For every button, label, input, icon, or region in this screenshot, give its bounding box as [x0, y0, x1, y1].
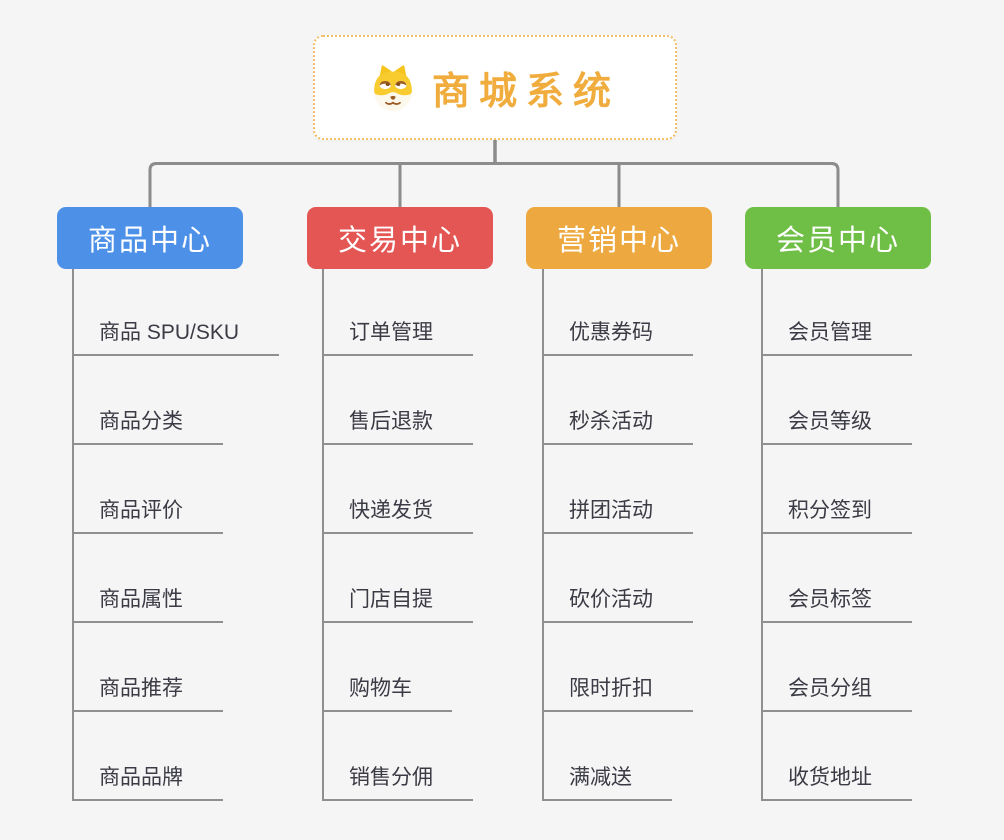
root-title: 商城系统 — [431, 71, 620, 113]
leaf-node[interactable]: 商品评价 — [72, 498, 223, 534]
leaf-node[interactable]: 积分签到 — [761, 498, 912, 534]
branch-spine-trade — [322, 269, 324, 801]
leaf-node[interactable]: 购物车 — [322, 676, 452, 712]
leaf-node[interactable]: 快递发货 — [322, 498, 473, 534]
leaf-node[interactable]: 销售分佣 — [322, 765, 473, 801]
leaf-node[interactable]: 订单管理 — [322, 320, 473, 356]
leaf-node[interactable]: 商品分类 — [72, 409, 223, 445]
branch-box-product-center[interactable]: 商品中心 — [57, 207, 243, 269]
leaf-node[interactable]: 秒杀活动 — [542, 409, 693, 445]
branch-box-marketing-center[interactable]: 营销中心 — [526, 207, 712, 269]
leaf-node[interactable]: 会员管理 — [761, 320, 912, 356]
leaf-node[interactable]: 拼团活动 — [542, 498, 693, 534]
dog-face-icon — [374, 64, 412, 111]
leaf-node[interactable]: 会员等级 — [761, 409, 912, 445]
leaf-node[interactable]: 限时折扣 — [542, 676, 693, 712]
leaf-node[interactable]: 砍价活动 — [542, 587, 693, 623]
leaf-node[interactable]: 会员分组 — [761, 676, 912, 712]
bracket-line — [148, 162, 840, 208]
leaf-node[interactable]: 售后退款 — [322, 409, 473, 445]
leaf-node[interactable]: 优惠券码 — [542, 320, 693, 356]
branch-spine-marketing — [542, 269, 544, 801]
branch-spine-member — [761, 269, 763, 801]
leaf-node[interactable]: 商品 SPU/SKU — [72, 320, 280, 356]
leaf-node[interactable]: 商品推荐 — [72, 676, 223, 712]
leaf-node[interactable]: 商品属性 — [72, 587, 223, 623]
leaf-node[interactable]: 会员标签 — [761, 587, 912, 623]
branch-box-trade-center[interactable]: 交易中心 — [307, 207, 493, 269]
branch-spine-product — [72, 269, 74, 801]
leaf-node[interactable]: 门店自提 — [322, 587, 473, 623]
leaf-node[interactable]: 商品品牌 — [72, 765, 223, 801]
root-node[interactable]: 商城系统 — [313, 35, 677, 140]
leaf-node[interactable]: 收货地址 — [761, 765, 912, 801]
branch-box-member-center[interactable]: 会员中心 — [745, 207, 931, 269]
leaf-node[interactable]: 满减送 — [542, 765, 672, 801]
